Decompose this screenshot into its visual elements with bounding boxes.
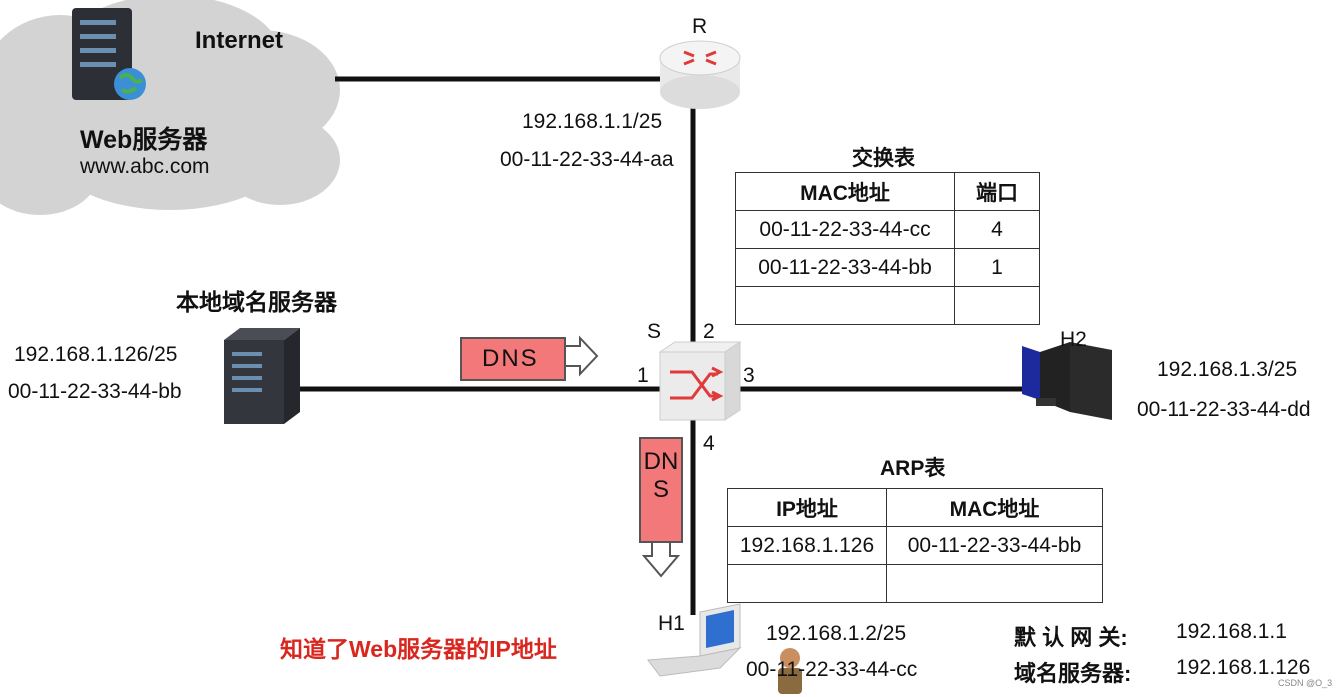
arp-table-title: ARP表 — [880, 452, 945, 482]
switch-table-header: MAC地址 端口 — [736, 173, 1040, 211]
gateway-value: 192.168.1.1 — [1176, 620, 1287, 644]
switch-table-cell — [955, 287, 1040, 325]
switch-table-title: 交换表 — [852, 142, 915, 172]
h1-ip: 192.168.1.2/25 — [766, 622, 906, 646]
switch-table-cell — [736, 287, 955, 325]
arp-table-cell — [728, 565, 887, 603]
internet-cloud — [0, 0, 340, 215]
router-icon — [660, 41, 740, 109]
local-dns-server-icon — [224, 328, 300, 424]
gateway-label: 默 认 网 关: — [1014, 620, 1128, 652]
dns-arrow-down-label: DNS — [640, 448, 682, 504]
arp-table-header: IP地址 MAC地址 — [728, 489, 1103, 527]
h2-mac: 00-11-22-33-44-dd — [1137, 398, 1311, 422]
h1-mac: 00-11-22-33-44-cc — [746, 658, 917, 682]
table-row: 00-11-22-33-44-bb 1 — [736, 249, 1040, 287]
switch-table-cell: 00-11-22-33-44-bb — [736, 249, 955, 287]
web-server-name: Web服务器 — [80, 120, 207, 156]
switch-table-header-port: 端口 — [955, 173, 1040, 211]
h2-ip: 192.168.1.3/25 — [1157, 358, 1297, 382]
switch-table-cell: 00-11-22-33-44-cc — [736, 211, 955, 249]
arp-table-header-mac: MAC地址 — [887, 489, 1103, 527]
router-mac: 00-11-22-33-44-aa — [500, 148, 674, 172]
switch-table-cell: 1 — [955, 249, 1040, 287]
switch-table: MAC地址 端口 00-11-22-33-44-cc 4 00-11-22-33… — [735, 172, 1040, 325]
router-ip: 192.168.1.1/25 — [522, 110, 662, 134]
switch-name: S — [647, 320, 661, 344]
watermark: CSDN @O_3 — [1278, 678, 1332, 688]
local-dns-ip: 192.168.1.126/25 — [14, 343, 178, 367]
arp-table-cell: 00-11-22-33-44-bb — [887, 527, 1103, 565]
internet-label: Internet — [195, 27, 283, 55]
local-dns-mac: 00-11-22-33-44-bb — [8, 380, 182, 404]
local-dns-name: 本地域名服务器 — [176, 283, 337, 317]
table-row: 192.168.1.126 00-11-22-33-44-bb — [728, 527, 1103, 565]
table-row — [728, 565, 1103, 603]
h1-name: H1 — [658, 612, 685, 636]
arp-table-header-ip: IP地址 — [728, 489, 887, 527]
dns-server-label: 域名服务器: — [1014, 656, 1131, 688]
switch-table-cell: 4 — [955, 211, 1040, 249]
h2-name: H2 — [1060, 328, 1087, 352]
web-server-domain: www.abc.com — [80, 155, 210, 179]
switch-port-4: 4 — [703, 432, 715, 456]
arp-table-cell — [887, 565, 1103, 603]
switch-port-1: 1 — [637, 364, 649, 388]
table-row: 00-11-22-33-44-cc 4 — [736, 211, 1040, 249]
arp-table-cell: 192.168.1.126 — [728, 527, 887, 565]
switch-port-2: 2 — [703, 320, 715, 344]
switch-port-3: 3 — [743, 364, 755, 388]
arp-table: IP地址 MAC地址 192.168.1.126 00-11-22-33-44-… — [727, 488, 1103, 603]
switch-table-header-mac: MAC地址 — [736, 173, 955, 211]
switch-icon — [660, 342, 740, 420]
dns-server-value: 192.168.1.126 — [1176, 656, 1310, 680]
table-row — [736, 287, 1040, 325]
h2-computer-icon — [1022, 342, 1112, 420]
router-name: R — [692, 15, 707, 39]
h1-note: 知道了Web服务器的IP地址 — [280, 630, 557, 664]
dns-arrow-right-label: DNS — [482, 345, 539, 373]
